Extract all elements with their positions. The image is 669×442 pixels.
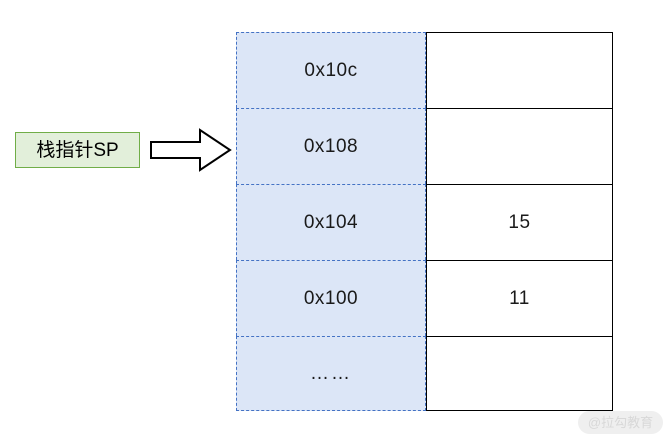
address-text: …… [310, 363, 352, 384]
value-cell: 11 [426, 260, 613, 336]
value-cell: 15 [426, 184, 613, 260]
right-block-arrow-icon [150, 128, 232, 172]
table-row: …… [236, 336, 613, 411]
watermark-text: @拉勾教育 [587, 415, 654, 430]
address-cell: 0x104 [236, 184, 426, 260]
address-cell: …… [236, 336, 426, 411]
address-cell: 0x10c [236, 32, 426, 108]
watermark-badge: @拉勾教育 [578, 411, 663, 434]
memory-table: 0x10c 0x108 0x104 15 0x100 [236, 32, 613, 411]
address-text: 0x108 [303, 136, 359, 157]
table-row: 0x108 [236, 108, 613, 184]
value-text: 11 [509, 288, 530, 309]
value-text: 15 [508, 212, 531, 233]
value-cell [426, 336, 613, 411]
value-cell [426, 32, 613, 108]
table-row: 0x100 11 [236, 260, 613, 336]
address-text: 0x10c [304, 60, 358, 81]
value-cell [426, 108, 613, 184]
address-text: 0x100 [303, 288, 359, 309]
stack-pointer-label-text: 栈指针SP [36, 139, 119, 161]
address-text: 0x104 [303, 212, 359, 233]
table-row: 0x10c [236, 32, 613, 108]
address-cell: 0x108 [236, 108, 426, 184]
address-cell: 0x100 [236, 260, 426, 336]
table-row: 0x104 15 [236, 184, 613, 260]
stack-pointer-label-box: 栈指针SP [15, 132, 140, 168]
